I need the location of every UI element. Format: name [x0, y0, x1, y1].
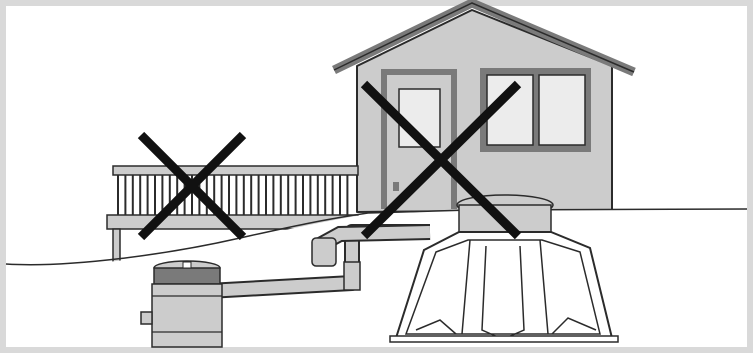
x-mark-icon: [360, 80, 522, 240]
septic-tank-feet: [415, 317, 597, 335]
deck-top-rail: [112, 165, 359, 176]
septic-tank-baffles: [461, 239, 549, 335]
house-window-pane-right: [538, 74, 586, 146]
septic-tank: [389, 194, 619, 343]
prohibited-deck-mark: [137, 131, 247, 241]
pump-tank-port: [140, 311, 153, 325]
pipe-coupling: [343, 261, 361, 291]
pump-tank-cap: [153, 267, 221, 285]
pump-tank-bands: [152, 295, 222, 333]
x-mark-icon: [137, 131, 247, 241]
pump-tank-body: [151, 283, 223, 348]
prohibited-house-mark: [360, 80, 522, 240]
septic-tank-base: [389, 335, 619, 343]
septic-tank-inner: [404, 239, 601, 335]
drain-pipe: [181, 224, 431, 301]
pump-tank: [140, 260, 223, 348]
house-roof-edge: [333, 2, 635, 73]
pump-tank-vent: [182, 261, 192, 269]
pipe-fitting: [311, 237, 337, 267]
door-knob-icon: [393, 182, 399, 191]
septic-tank-body: [394, 231, 614, 339]
